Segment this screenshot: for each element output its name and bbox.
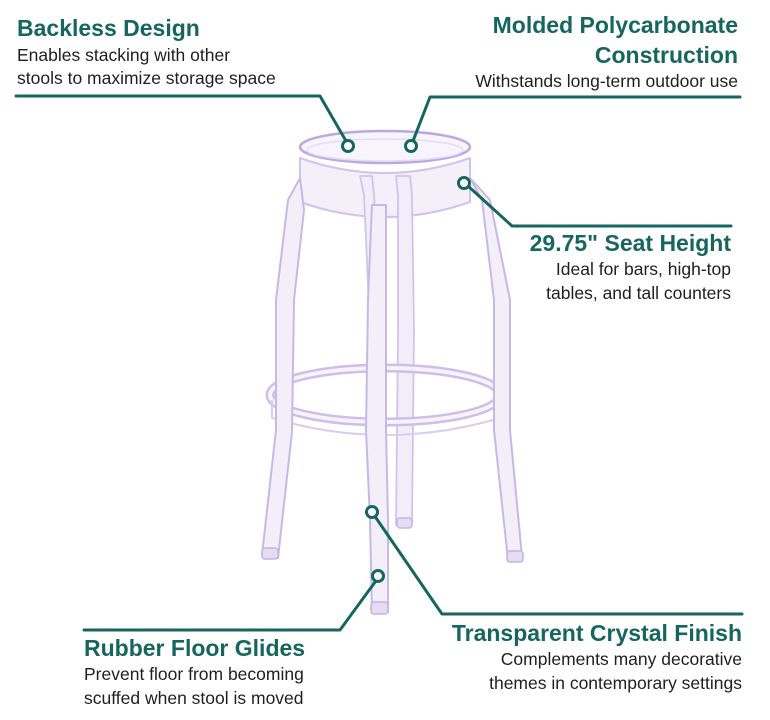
callout-description: scuffed when stool is moved	[84, 688, 304, 708]
front-leg-right	[469, 177, 523, 561]
front-leg-center	[365, 204, 389, 613]
callout-title: Rubber Floor Glides	[84, 635, 306, 661]
floor-glide	[396, 517, 413, 529]
crystal-finish-leader-line	[372, 513, 744, 616]
callout-description: Complements many decorative	[500, 649, 742, 669]
floor-glide	[506, 550, 524, 563]
callout-title: 29.75" Seat Height	[529, 230, 731, 256]
floor-glides-leader-line	[82, 576, 380, 632]
seat-skirt	[299, 157, 471, 218]
callout-description: Ideal for bars, high-top	[555, 259, 731, 279]
floor-glide	[370, 601, 389, 615]
callout-title: Construction	[594, 42, 738, 68]
polycarbonate-leader-line	[411, 95, 742, 143]
callout-dot-icon	[371, 569, 385, 583]
callout-description: themes in contemporary settings	[489, 673, 742, 693]
seat-top	[298, 129, 472, 165]
callout-description: Enables stacking with other	[17, 45, 231, 65]
callout-description: Withstands long-term outdoor use	[475, 71, 738, 91]
callout-description: stools to maximize storage space	[17, 68, 276, 88]
callout-dot-icon	[341, 139, 355, 153]
callout-dots	[341, 139, 471, 583]
callout-description: tables, and tall counters	[546, 283, 731, 303]
front-leg-left	[261, 177, 305, 559]
floor-glide	[261, 547, 279, 560]
callout-dot-icon	[404, 139, 418, 153]
back-leg-right	[395, 175, 415, 526]
backless-leader-line	[14, 94, 348, 143]
callout-dot-icon	[457, 176, 471, 190]
seat-height-leader-line	[466, 184, 733, 228]
callout-title: Transparent Crystal Finish	[451, 620, 742, 646]
callout-description: Prevent floor from becoming	[84, 664, 304, 684]
callout-title: Molded Polycarbonate	[492, 12, 738, 38]
callout-lines	[14, 94, 744, 632]
callout-title: Backless Design	[17, 15, 200, 41]
callout-dot-icon	[365, 505, 379, 519]
